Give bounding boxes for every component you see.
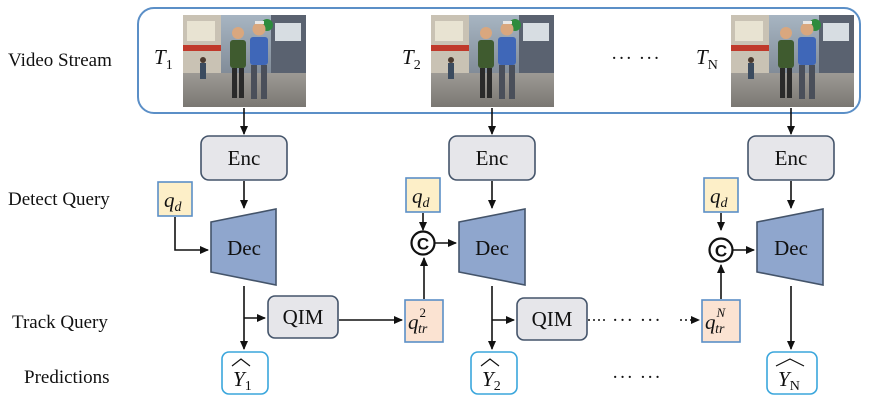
frame-label-tn: TN — [696, 45, 718, 73]
encoder-label: Enc — [775, 146, 808, 170]
svg-text:qd: qd — [164, 188, 183, 215]
detect-query-box-2: qd — [405, 177, 441, 213]
decoder-label: Dec — [227, 236, 261, 260]
svg-text:C: C — [417, 235, 429, 254]
svg-text:Y1: Y1 — [233, 367, 252, 394]
svg-text:Y2: Y2 — [482, 367, 501, 394]
prediction-box-n: YN — [766, 351, 818, 395]
qim-label: QIM — [283, 305, 324, 329]
row-label-predictions: Predictions — [24, 367, 110, 388]
qim-block-1: QIM — [267, 295, 339, 339]
concat-circle-icon: C — [708, 237, 734, 263]
svg-text:YN: YN — [778, 367, 800, 394]
concat-circle-icon: C — [410, 230, 436, 256]
encoder-block-2: Enc — [448, 135, 536, 181]
frame-label-t2: T2 — [402, 45, 421, 73]
decoder-block-1: Dec — [210, 208, 277, 286]
video-frame-n-image — [731, 15, 854, 107]
video-frame-2-image — [431, 15, 554, 107]
video-frame-1-image — [183, 15, 306, 107]
arrow-icon — [174, 217, 209, 254]
svg-text:C: C — [715, 242, 727, 261]
decoder-label: Dec — [475, 236, 509, 260]
frame-label-t1: T1 — [154, 45, 173, 73]
encoder-label: Enc — [476, 146, 509, 170]
frame-ellipsis: ··· ··· — [611, 48, 661, 69]
detect-query-box-1: qd — [157, 181, 193, 217]
qim-block-2: QIM — [516, 297, 588, 341]
track-ellipsis: ··· ··· — [612, 310, 662, 331]
prediction-box-1: Y1 — [221, 351, 269, 395]
qim-label: QIM — [532, 307, 573, 331]
encoder-block-1: Enc — [200, 135, 288, 181]
row-label-video-stream: Video Stream — [8, 50, 112, 71]
row-label-track-query: Track Query — [12, 312, 108, 333]
prediction-box-2: Y2 — [470, 351, 518, 395]
svg-text:qd: qd — [412, 184, 431, 211]
decoder-label: Dec — [774, 236, 808, 260]
decoder-block-2: Dec — [458, 208, 526, 286]
prediction-ellipsis: ··· ··· — [612, 367, 662, 388]
encoder-block-n: Enc — [747, 135, 835, 181]
encoder-label: Enc — [228, 146, 261, 170]
row-label-detect-query: Detect Query — [8, 189, 110, 210]
decoder-block-n: Dec — [756, 208, 824, 286]
detect-query-box-n: qd — [703, 177, 739, 213]
svg-text:qd: qd — [710, 184, 729, 211]
